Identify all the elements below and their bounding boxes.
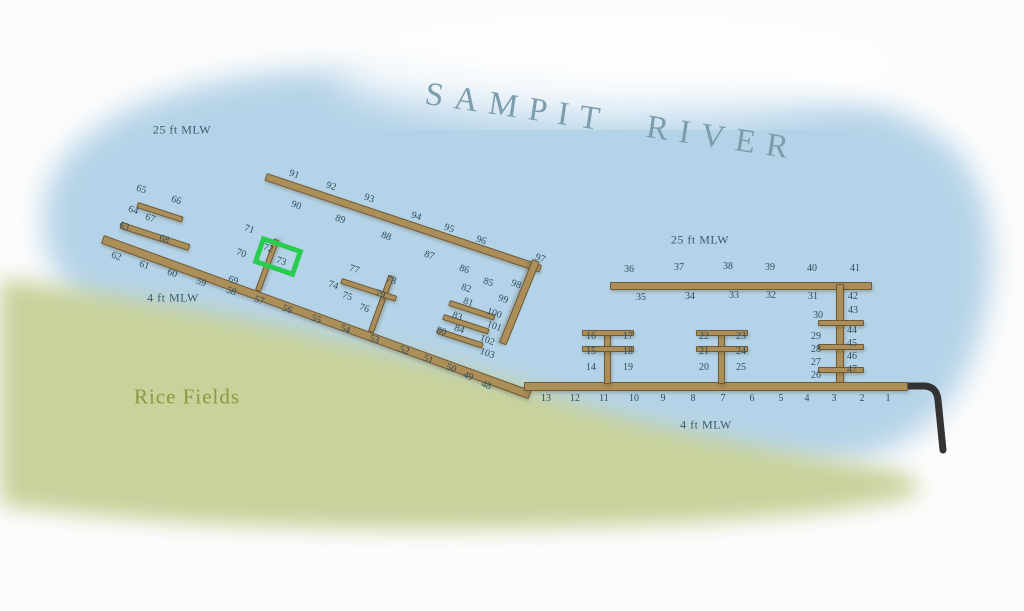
slip-number-29: 29 xyxy=(811,331,821,342)
slip-number-25: 25 xyxy=(736,362,746,373)
finger-14-19-stem xyxy=(604,331,611,384)
slip-number-7: 7 xyxy=(720,393,726,404)
slip-number-33: 33 xyxy=(729,290,739,301)
slip-number-44: 44 xyxy=(847,325,857,336)
slip-number-15: 15 xyxy=(586,346,596,357)
slip-number-40: 40 xyxy=(807,263,817,274)
finger-14-19-mid xyxy=(582,346,634,352)
slip-number-43: 43 xyxy=(848,305,858,316)
slip-number-32: 32 xyxy=(766,290,776,301)
bulkhead-hook xyxy=(904,382,947,454)
slip-number-34: 34 xyxy=(685,291,695,302)
slip-number-12: 12 xyxy=(570,393,580,404)
depth-label: 4 ft MLW xyxy=(680,417,732,432)
slip-number-21: 21 xyxy=(699,346,709,357)
slip-number-17: 17 xyxy=(623,331,633,342)
slip-number-3: 3 xyxy=(831,393,837,404)
slip-number-41: 41 xyxy=(850,263,860,274)
slip-number-46: 46 xyxy=(847,351,857,362)
slip-number-13: 13 xyxy=(541,393,551,404)
slip-number-10: 10 xyxy=(629,393,639,404)
slip-number-26: 26 xyxy=(811,370,821,381)
slip-number-6: 6 xyxy=(749,393,755,404)
slip-number-19: 19 xyxy=(623,362,633,373)
slip-number-2: 2 xyxy=(859,393,865,404)
slip-number-11: 11 xyxy=(599,393,609,404)
slip-number-22: 22 xyxy=(699,331,709,342)
rice-fields-land-area xyxy=(0,278,919,530)
slip-number-42: 42 xyxy=(848,291,858,302)
slip-number-37: 37 xyxy=(674,262,684,273)
slip-number-5: 5 xyxy=(778,393,784,404)
slip-number-30: 30 xyxy=(813,310,823,321)
slip-number-36: 36 xyxy=(624,264,634,275)
slip-number-27: 27 xyxy=(811,357,821,368)
slip-number-24: 24 xyxy=(736,346,746,357)
finger-20-25-top xyxy=(696,330,748,336)
slip-number-28: 28 xyxy=(811,344,821,355)
finger-20-25-stem xyxy=(718,331,725,384)
right-stub-3 xyxy=(818,367,864,373)
slip-number-31: 31 xyxy=(808,291,818,302)
slip-number-39: 39 xyxy=(765,262,775,273)
depth-label: 25 ft MLW xyxy=(152,122,212,137)
slip-number-8: 8 xyxy=(690,393,696,404)
right-stub-1 xyxy=(818,320,864,326)
slip-number-18: 18 xyxy=(623,346,633,357)
depth-label: 25 ft MLW xyxy=(670,232,730,247)
right-top-dock xyxy=(610,282,872,290)
slip-number-23: 23 xyxy=(736,331,746,342)
slip-number-45: 45 xyxy=(847,338,857,349)
slip-number-9: 9 xyxy=(660,393,666,404)
finger-20-25-mid xyxy=(696,346,748,352)
pale-sky-glow xyxy=(335,24,895,120)
slip-number-35: 35 xyxy=(636,292,646,303)
rice-fields-label: Rice Fields xyxy=(133,384,241,409)
bottom-walkway xyxy=(524,382,908,391)
slip-number-38: 38 xyxy=(723,261,733,272)
slip-number-4: 4 xyxy=(804,393,810,404)
finger-14-19-top xyxy=(582,330,634,336)
depth-label: 4 ft MLW xyxy=(147,290,199,305)
slip-number-1: 1 xyxy=(885,393,891,404)
slip-number-47: 47 xyxy=(847,364,857,375)
right-stub-2 xyxy=(818,344,864,350)
slip-number-20: 20 xyxy=(699,362,709,373)
slip-number-16: 16 xyxy=(586,331,596,342)
slip-number-14: 14 xyxy=(586,362,596,373)
